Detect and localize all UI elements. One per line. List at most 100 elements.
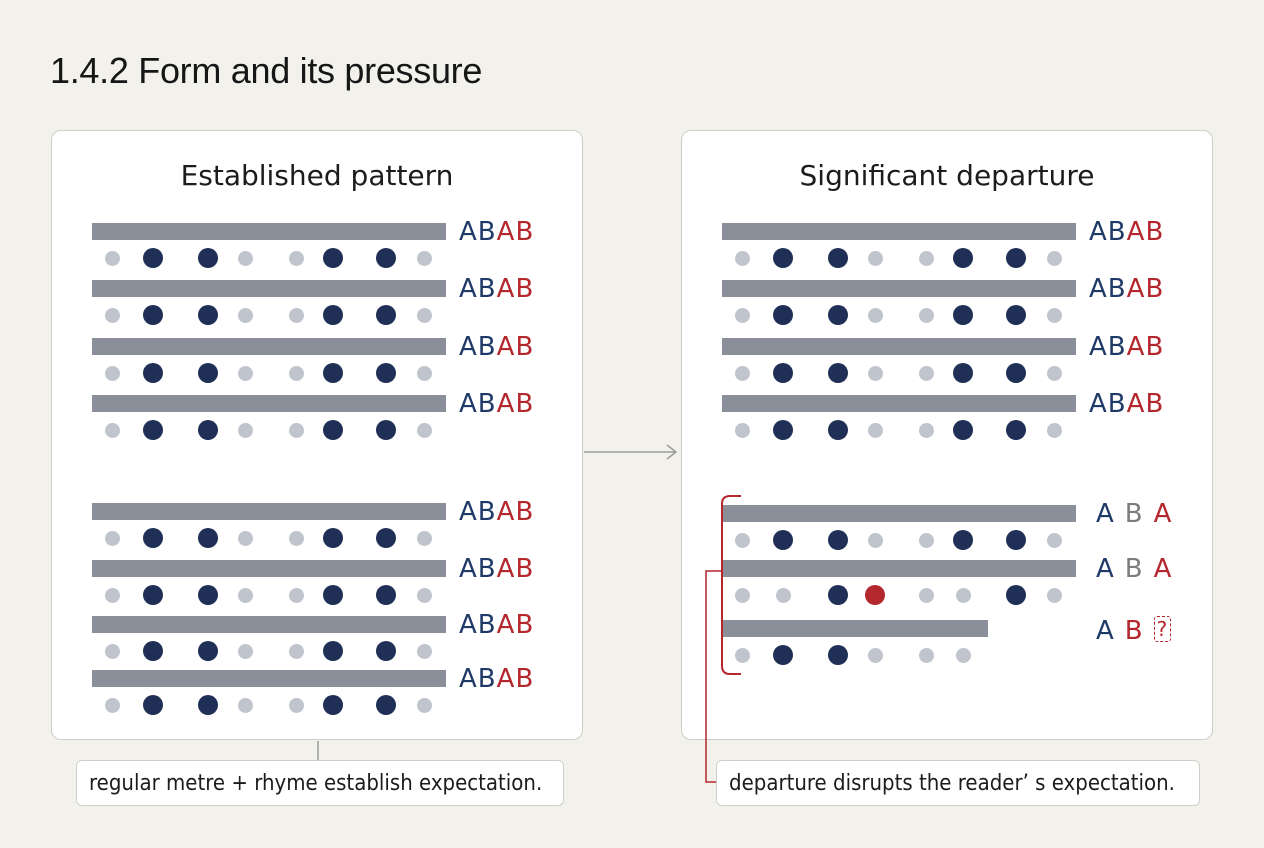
rhyme-letter: A: [496, 610, 516, 640]
rhyme-scheme-label: ABAB: [1089, 334, 1164, 360]
weak-beat-dot: [734, 250, 750, 266]
rhyme-scheme-label: ABAB: [459, 391, 534, 417]
strong-beat-dot: [323, 695, 343, 715]
weak-beat-dot: [416, 697, 432, 713]
rhyme-letter: A: [496, 554, 516, 584]
strong-beat-dot: [143, 641, 163, 661]
strong-beat-dot: [376, 305, 396, 325]
rhyme-letter: B: [515, 497, 535, 527]
rhyme-letter: A: [1096, 554, 1115, 584]
weak-beat-dot: [416, 365, 432, 381]
rhyme-scheme-label: ABAB: [459, 334, 534, 360]
weak-beat-dot: [104, 365, 120, 381]
strong-beat-dot: [198, 305, 218, 325]
weak-beat-dot: [288, 643, 304, 659]
strong-beat-dot: [323, 420, 343, 440]
weak-beat-dot: [867, 307, 883, 323]
strong-beat-dot: [198, 420, 218, 440]
rhyme-letter: B: [1107, 332, 1127, 362]
weak-beat-dot: [237, 530, 253, 546]
strong-beat-dot: [323, 363, 343, 383]
arrowhead-icon: [666, 444, 678, 460]
strong-beat-dot: [1006, 420, 1026, 440]
weak-beat-dot: [734, 422, 750, 438]
weak-beat-dot: [104, 422, 120, 438]
weak-beat-dot: [867, 647, 883, 663]
weak-beat-dot: [237, 697, 253, 713]
rhyme-letter: B: [1107, 389, 1127, 419]
strong-beat-dot: [828, 305, 848, 325]
strong-beat-dot: [773, 305, 793, 325]
verse-line-bar: [92, 503, 446, 520]
weak-beat-dot: [1046, 587, 1062, 603]
strong-beat-dot: [828, 530, 848, 550]
strong-beat-dot: [1006, 248, 1026, 268]
weak-beat-dot: [1046, 422, 1062, 438]
rhyme-letter: A: [496, 664, 516, 694]
strong-beat-dot: [376, 420, 396, 440]
rhyme-letter: A: [1126, 217, 1146, 247]
weak-beat-dot: [416, 643, 432, 659]
rhyme-letter: B: [477, 554, 497, 584]
strong-beat-dot: [143, 305, 163, 325]
strong-beat-dot: [773, 530, 793, 550]
weak-beat-dot: [104, 530, 120, 546]
weak-beat-dot: [867, 532, 883, 548]
strong-beat-dot: [198, 585, 218, 605]
weak-beat-dot: [918, 647, 934, 663]
rhyme-letter: B: [515, 664, 535, 694]
rhyme-letter: B: [1124, 616, 1144, 646]
strong-beat-dot: [143, 363, 163, 383]
weak-beat-dot: [734, 587, 750, 603]
weak-beat-dot: [734, 307, 750, 323]
rhyme-letter: A: [459, 274, 478, 304]
rhyme-letter: A: [459, 664, 478, 694]
rhyme-letter: B: [477, 332, 497, 362]
verse-line-bar: [722, 223, 1076, 240]
rhyme-scheme-label: ABAB: [459, 276, 534, 302]
weak-beat-dot: [104, 587, 120, 603]
strong-beat-dot: [323, 585, 343, 605]
disrupted-beat-dot: [865, 585, 885, 605]
weak-beat-dot: [416, 307, 432, 323]
rhyme-letter: A: [496, 217, 516, 247]
rhyme-letter: A: [1096, 616, 1115, 646]
strong-beat-dot: [143, 248, 163, 268]
rhyme-scheme-label: ABAB: [1089, 391, 1164, 417]
strong-beat-dot: [323, 641, 343, 661]
strong-beat-dot: [828, 363, 848, 383]
strong-beat-dot: [953, 530, 973, 550]
page-title: 1.4.2 Form and its pressure: [50, 50, 483, 91]
strong-beat-dot: [376, 363, 396, 383]
weak-beat-dot: [734, 532, 750, 548]
rhyme-letter: A: [459, 217, 478, 247]
verse-line-bar: [722, 395, 1076, 412]
weak-beat-dot: [237, 422, 253, 438]
weak-beat-dot: [416, 422, 432, 438]
rhyme-letter: A: [496, 389, 516, 419]
weak-beat-dot: [775, 587, 791, 603]
weak-beat-dot: [867, 422, 883, 438]
rhyme-letter: B: [515, 217, 535, 247]
rhyme-letter: A: [496, 274, 516, 304]
rhyme-letter: A: [459, 610, 478, 640]
strong-beat-dot: [953, 248, 973, 268]
strong-beat-dot: [1006, 363, 1026, 383]
strong-beat-dot: [828, 645, 848, 665]
verse-line-bar: [722, 338, 1076, 355]
strong-beat-dot: [773, 363, 793, 383]
rhyme-letter: B: [515, 389, 535, 419]
rhyme-letter: B: [477, 610, 497, 640]
strong-beat-dot: [773, 645, 793, 665]
rhyme-letter: B: [1145, 332, 1165, 362]
verse-line-bar: [722, 505, 1076, 522]
strong-beat-dot: [198, 695, 218, 715]
weak-beat-dot: [734, 365, 750, 381]
strong-beat-dot: [376, 585, 396, 605]
strong-beat-dot: [198, 528, 218, 548]
strong-beat-dot: [773, 248, 793, 268]
rhyme-letter: A: [1096, 499, 1115, 529]
weak-beat-dot: [918, 587, 934, 603]
rhyme-letter: B: [477, 497, 497, 527]
